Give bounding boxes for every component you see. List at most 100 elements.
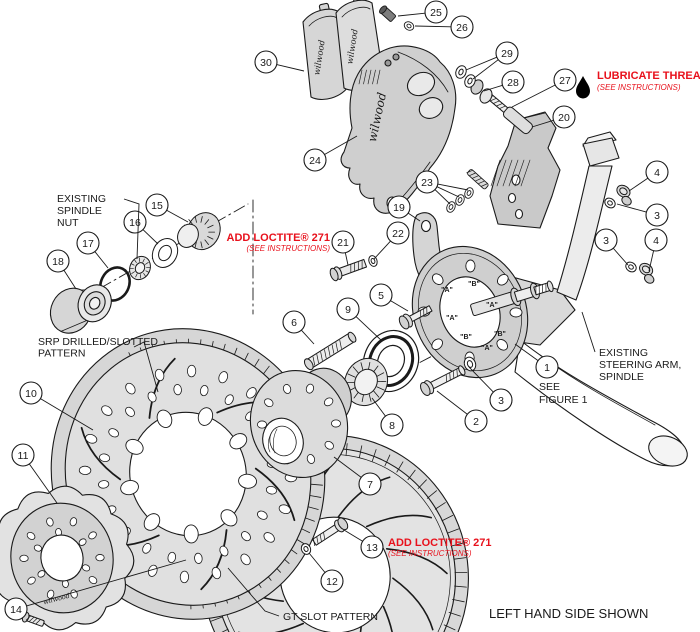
- dust-cap: [49, 284, 112, 334]
- bracket-bolt: [487, 93, 533, 135]
- callout-leader: [465, 56, 498, 71]
- callout-circle: [380, 413, 404, 437]
- callout-number: 24: [309, 155, 321, 167]
- annotation-add-loctite-13: ADD LOCTITE® 271(SEE INSTRUCTIONS): [388, 537, 491, 558]
- callout-leader: [483, 84, 503, 92]
- callout-leader: [344, 252, 349, 266]
- annotation-gt-slot-pattern: GT SLOT PATTERN: [227, 567, 378, 623]
- callout-number: 27: [559, 75, 571, 87]
- washers-29: [455, 65, 476, 88]
- callout-number: 4: [653, 235, 659, 247]
- callout-leader: [301, 329, 315, 345]
- callout-circle: [19, 381, 43, 405]
- callout-9: 9: [336, 297, 360, 321]
- callout-30: 30: [254, 50, 278, 74]
- annotation-line: SPINDLE: [57, 205, 102, 217]
- callout-number: 2: [473, 416, 479, 428]
- callout-29: 29: [495, 41, 519, 65]
- callout-leader: [343, 529, 363, 542]
- hole-label: "B": [468, 281, 480, 288]
- annotation-line: FIGURE 1: [539, 394, 588, 406]
- callout-leader: [94, 251, 109, 269]
- callout-circle: [4, 597, 28, 621]
- callout-leader: [276, 64, 305, 72]
- callout-number: 19: [393, 202, 405, 214]
- callout-leader: [142, 229, 159, 245]
- callout-number: 25: [430, 7, 442, 19]
- callout-leader: [355, 316, 383, 342]
- callout-circle: [360, 535, 384, 559]
- callout-10: 10: [19, 381, 43, 405]
- callout-circle: [644, 228, 668, 252]
- callout-6: 6: [282, 310, 306, 334]
- callout-circle: [76, 231, 100, 255]
- annotation-line: STEERING ARM,: [599, 359, 681, 371]
- callout-number: 3: [498, 395, 504, 407]
- annotation-line: SEE: [539, 381, 560, 393]
- callout-number: 18: [52, 256, 64, 268]
- annotation-line: EXISTING: [57, 193, 106, 205]
- callout-circle: [336, 297, 360, 321]
- callout-number: 12: [326, 576, 338, 588]
- callout-number: 9: [345, 304, 351, 316]
- callout-circle: [11, 443, 35, 467]
- wheel-stud: [303, 331, 357, 371]
- callout-leader: [472, 59, 499, 80]
- hole-label: "A": [486, 302, 498, 309]
- callout-leader: [390, 300, 409, 312]
- callout-leader: [414, 25, 452, 28]
- callout-circle: [501, 70, 525, 94]
- callout-leader: [324, 135, 358, 155]
- callout-leader: [511, 84, 556, 108]
- callout-circle: [552, 105, 576, 129]
- callout-number: 16: [129, 217, 141, 229]
- annotation-line: PATTERN: [38, 348, 85, 360]
- hole-label: "A": [441, 287, 453, 294]
- callout-19: 19: [387, 195, 411, 219]
- annotation-line: LEFT HAND SIDE SHOWN: [489, 606, 648, 621]
- callout-11: 11: [11, 443, 35, 467]
- callout-circle: [535, 355, 559, 379]
- callout-leader: [397, 12, 426, 17]
- callout-number: 21: [337, 237, 349, 249]
- callout-3: 3: [594, 228, 618, 252]
- annotation-line: (SEE INSTRUCTIONS): [388, 549, 472, 558]
- rotor-hat: [0, 485, 135, 631]
- annotation-line: (SEE INSTRUCTIONS): [246, 244, 330, 253]
- mount-bolt-2: [420, 356, 477, 396]
- callout-leader: [308, 552, 326, 573]
- callout-number: 1: [544, 362, 550, 374]
- callout-circle: [369, 283, 393, 307]
- callout-number: 3: [603, 235, 609, 247]
- callout-25: 25: [424, 0, 448, 24]
- callout-number: 14: [10, 604, 22, 616]
- spindle-washer: [151, 238, 179, 268]
- caliper-mount-bracket: [489, 111, 561, 229]
- callout-number: 28: [507, 77, 519, 89]
- callout-number: 6: [291, 317, 297, 329]
- callout-circle: [386, 221, 410, 245]
- callout-12: 12: [320, 569, 344, 593]
- callout-leader: [407, 212, 421, 222]
- bolt-5: [398, 305, 433, 330]
- callout-circle: [320, 569, 344, 593]
- callout-circle: [645, 160, 669, 184]
- callout-leader: [628, 177, 649, 192]
- callout-leader: [437, 183, 469, 191]
- callout-circle: [303, 148, 327, 172]
- annotation-leader: [581, 311, 596, 353]
- callout-27: 27: [553, 68, 577, 92]
- callout-3: 3: [489, 388, 513, 412]
- callout-leader: [40, 398, 94, 431]
- callout-circle: [464, 409, 488, 433]
- callout-circle: [645, 203, 669, 227]
- callout-24: 24: [303, 148, 327, 172]
- callout-circle: [123, 210, 147, 234]
- brake-pads: [302, 0, 384, 101]
- bleed-screw: [379, 5, 415, 31]
